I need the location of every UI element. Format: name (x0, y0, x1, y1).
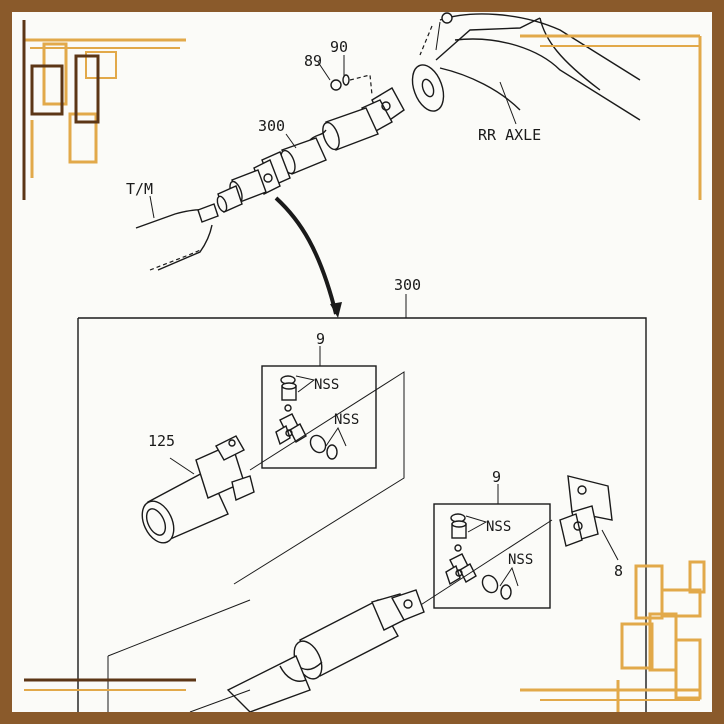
nss-lower-b-label: NSS (508, 552, 533, 568)
flange-yoke-8 (559, 475, 619, 561)
top-left-ornament (22, 20, 186, 200)
nss-upper-a-label: NSS (314, 377, 339, 393)
bottom-right-ornament (520, 560, 706, 712)
nss-upper-b-label: NSS (334, 412, 359, 428)
part-90-label: 90 (330, 38, 348, 56)
bottom-left-ornament (24, 678, 196, 691)
parts-diagram-sheet: RR AXLE 89 90 (12, 12, 712, 712)
detail-callout-arrow (274, 196, 342, 318)
upper-propeller-shaft (216, 87, 405, 213)
part-125-label: 125 (148, 432, 175, 450)
frame-ornaments (22, 20, 706, 712)
nut-89-and-washer-90 (317, 55, 373, 96)
rr-axle-label: RR AXLE (478, 126, 541, 144)
sleeve-yoke-125 (141, 435, 255, 544)
part-9-lower-label: 9 (492, 468, 501, 486)
part-300-top-label: 300 (258, 117, 285, 135)
part-300-box-label: 300 (394, 276, 421, 294)
detail-box-300 (77, 294, 647, 712)
tm-label: T/M (126, 180, 153, 198)
rear-axle-housing (411, 12, 641, 121)
universal-joint-kit-lower (415, 484, 553, 609)
part-8-label: 8 (614, 562, 623, 580)
universal-joint-kit-upper (233, 346, 405, 585)
top-right-ornament (520, 34, 702, 200)
rr-axle-leader (499, 81, 517, 125)
part-9-upper-label: 9 (316, 330, 325, 348)
part-89-label: 89 (304, 52, 322, 70)
exploded-parts-diagram: RR AXLE 89 90 (77, 12, 647, 712)
lower-shaft-tube (107, 589, 425, 712)
transmission-output (135, 195, 219, 271)
part-300-top-leader (285, 133, 297, 149)
nss-lower-a-label: NSS (486, 519, 511, 535)
